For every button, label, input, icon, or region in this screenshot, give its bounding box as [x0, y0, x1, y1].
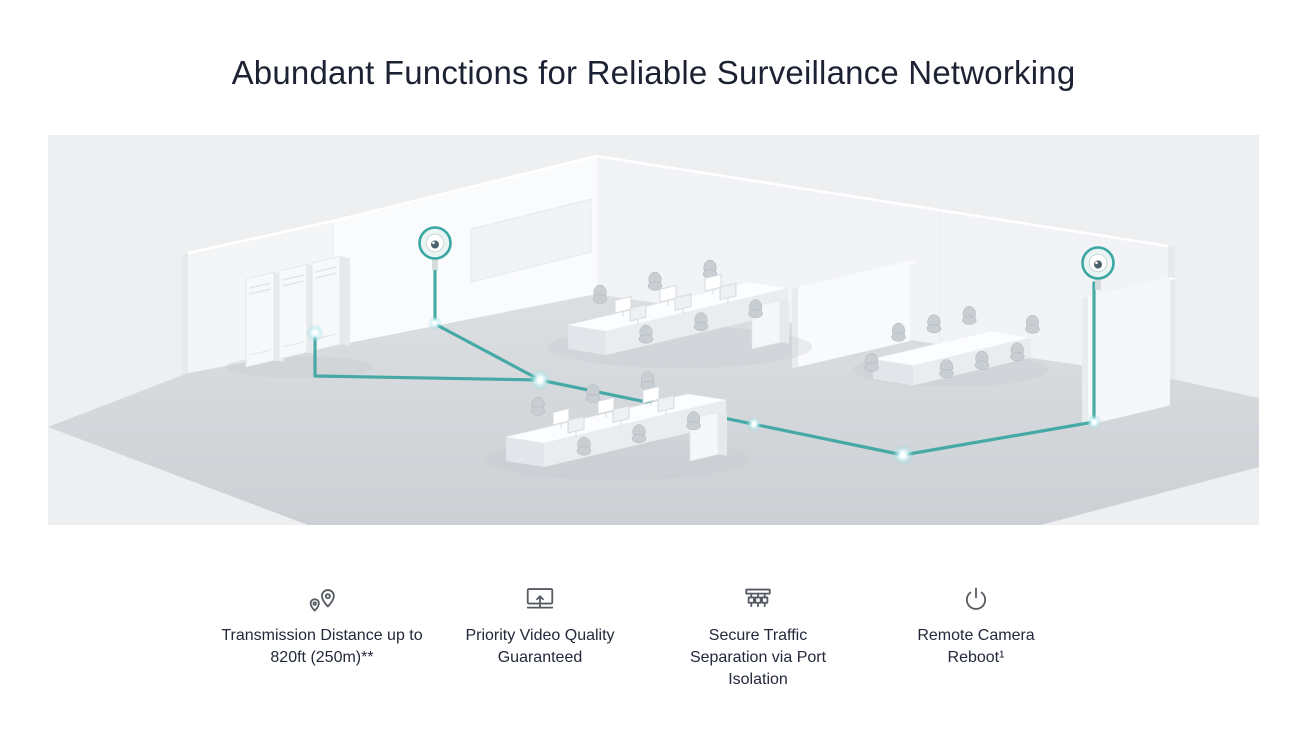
reboot-icon [960, 580, 992, 614]
feature-label: Secure Traffic Separation via Port Isola… [689, 627, 827, 689]
feature-label: Remote Camera Reboot¹ [917, 627, 1035, 667]
port-isolation-icon [742, 580, 774, 614]
feature-label: Transmission Distance up to 820ft (250m)… [221, 627, 423, 667]
location-pins-icon [306, 580, 338, 614]
feature-port-isolation: Secure Traffic Separation via Port Isola… [649, 580, 867, 691]
office-isometric-scene [48, 135, 1259, 525]
server-racks [226, 255, 374, 378]
desk-cluster-middle [548, 259, 812, 368]
walls [182, 154, 1177, 427]
desk-cluster-front [486, 371, 750, 480]
page-title: Abundant Functions for Reliable Surveill… [231, 54, 1076, 91]
wall-panel [470, 198, 592, 283]
feature-remote-reboot: Remote Camera Reboot¹ [867, 580, 1085, 691]
feature-list: Transmission Distance up to 820ft (250m)… [213, 580, 1093, 691]
meeting-room-table [852, 305, 1048, 387]
feature-transmission-distance: Transmission Distance up to 820ft (250m)… [213, 580, 431, 691]
surveillance-office-illustration [48, 135, 1259, 525]
feature-label: Priority Video Quality Guaranteed [465, 627, 615, 667]
feature-video-quality: Priority Video Quality Guaranteed [431, 580, 649, 691]
video-quality-icon [524, 580, 556, 614]
